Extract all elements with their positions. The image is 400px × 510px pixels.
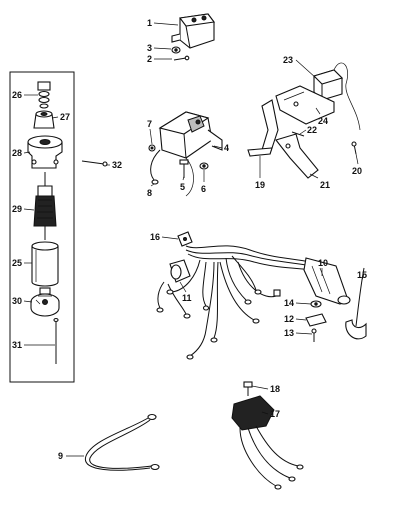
callout-2: 2 (147, 54, 152, 64)
callout-21: 21 (320, 180, 330, 190)
part-23-coil (312, 62, 361, 131)
callout-19: 19 (255, 180, 265, 190)
callout-31: 31 (12, 340, 22, 350)
callout-14: 14 (284, 298, 294, 308)
callout-22: 22 (307, 125, 317, 135)
part-16-clip (177, 231, 193, 247)
callout-8: 8 (147, 188, 152, 198)
callout-15: 15 (357, 270, 367, 280)
part-20-screw (351, 141, 357, 155)
part-24-bracket (275, 85, 335, 125)
callout-26: 26 (12, 90, 22, 100)
part-18-screw (243, 381, 253, 396)
callout-16: 16 (150, 232, 160, 242)
callout-4: 4 (224, 143, 229, 153)
part-17-rectifier (231, 395, 304, 490)
callout-12: 12 (284, 314, 294, 324)
callout-17: 17 (270, 409, 280, 419)
solenoid-lead-wire (185, 157, 194, 197)
part-22-screw (291, 131, 305, 137)
part-9-lead-wire (84, 413, 160, 471)
starter-motor-assembly (9, 71, 108, 383)
harness-terminals (156, 289, 281, 360)
callout-28: 28 (12, 148, 22, 158)
callout-32: 32 (112, 160, 122, 170)
part-25-frame-tube (31, 241, 59, 287)
harness-connector (169, 259, 191, 283)
callout-1: 1 (147, 18, 152, 28)
callout-labels: 1 2 3 4 5 6 7 8 9 10 11 12 13 14 15 16 1… (12, 18, 367, 461)
part-4-solenoid-bracket (158, 111, 223, 159)
callout-6: 6 (201, 184, 206, 194)
starter-assembly-frame (9, 71, 75, 383)
callout-11: 11 (182, 293, 192, 303)
callout-20: 20 (352, 166, 362, 176)
part-10-plug (303, 257, 351, 305)
part-15-clamp (345, 267, 367, 340)
leader-lines (23, 22, 365, 457)
part-30-drive-end (30, 287, 60, 317)
callout-24: 24 (318, 116, 328, 126)
part-8-lead (150, 149, 161, 185)
part-19-bracket (247, 99, 279, 157)
part-28-end-cap (27, 135, 63, 169)
callout-7: 7 (147, 119, 152, 129)
part-14-washer (310, 300, 322, 308)
callout-3: 3 (147, 43, 152, 53)
callout-27: 27 (60, 112, 70, 122)
part-27-bushing (33, 110, 55, 129)
callout-5: 5 (180, 182, 185, 192)
callout-9: 9 (58, 451, 63, 461)
part-31-through-bolt (53, 317, 59, 364)
callout-23: 23 (283, 55, 293, 65)
callout-18: 18 (270, 384, 280, 394)
part-1-solenoid (171, 13, 215, 49)
part-21-plate (275, 133, 319, 179)
part-7-terminal (148, 144, 156, 152)
callout-13: 13 (284, 328, 294, 338)
callout-29: 29 (12, 204, 22, 214)
part-26-hardware (37, 81, 51, 109)
part-5-bolt (179, 159, 189, 178)
callout-25: 25 (12, 258, 22, 268)
harness-wires (157, 245, 315, 357)
part-2-screw (173, 55, 190, 61)
callout-30: 30 (12, 296, 22, 306)
callout-10: 10 (318, 258, 328, 268)
part-32-screw (81, 160, 108, 167)
part-3-washer (171, 46, 181, 54)
part-12-clip (305, 313, 327, 327)
part-13-screw (311, 328, 317, 342)
part-29-armature (33, 172, 57, 240)
part-6-nut (199, 162, 209, 170)
